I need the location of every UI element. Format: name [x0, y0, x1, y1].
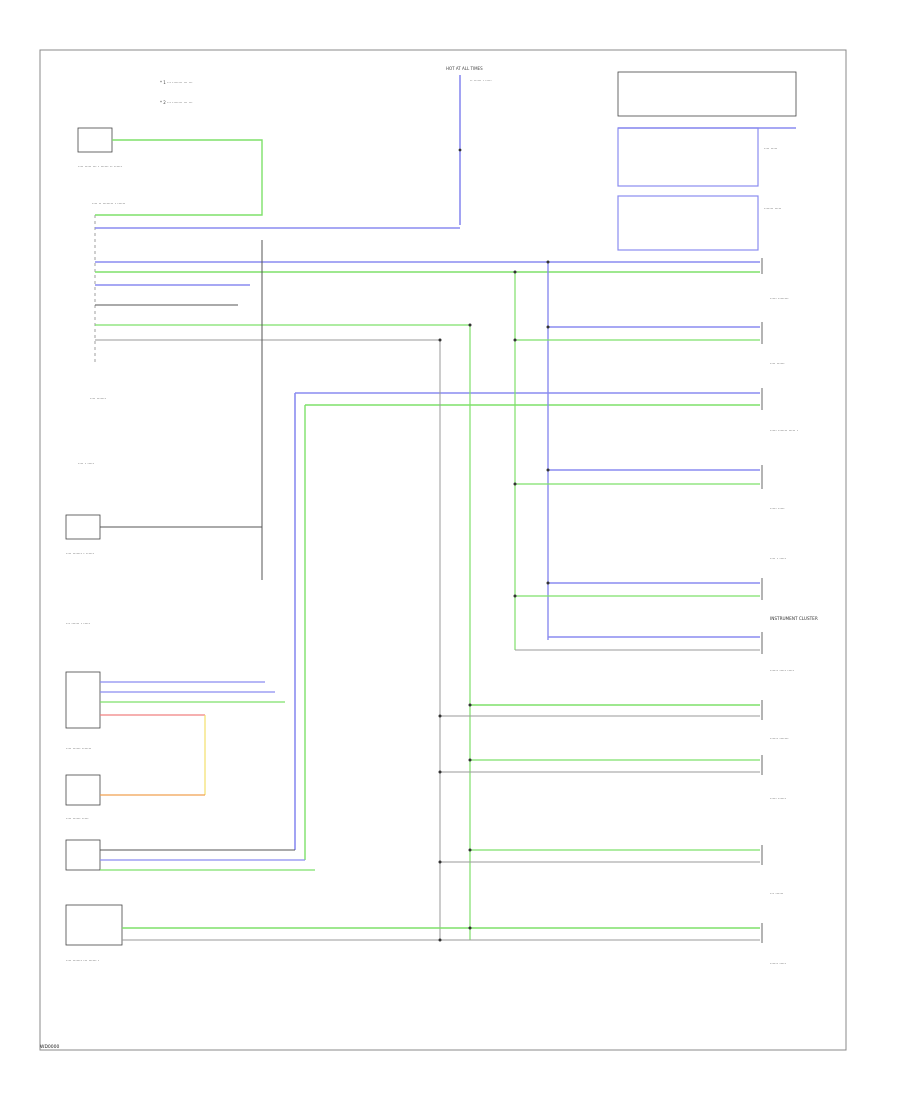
right-label-6: ····· ····· [770, 506, 785, 511]
right-label-12: ··· ······ [770, 891, 783, 896]
right-label-9: ······ ····· ····· [770, 668, 794, 673]
right-label-13: ······ ····· [770, 961, 786, 966]
fuse-box-label: ·· ······ · ····· [470, 78, 492, 83]
component-label-8: ···· ······· ··· ······ · [66, 958, 99, 963]
diagram-frame [39, 49, 847, 1051]
note-2: * 2 ··· ········ ··· ··· [160, 100, 193, 105]
component-box-5 [65, 839, 101, 871]
legend-notes: * 1 ··· ········ ··· ··· * 2 ··· ·······… [160, 80, 193, 105]
component-box-1 [77, 127, 113, 153]
component-label-2: ···· ·· ········ · ······ [92, 201, 125, 206]
component-label-6: ···· ······ ······· [66, 746, 91, 751]
component-label-3: ···· ······· [90, 396, 106, 401]
right-label-8: INSTRUMENT CLUSTER [770, 616, 818, 621]
component-box-6 [65, 904, 123, 946]
component-box-4 [65, 774, 101, 806]
right-label-4: ···· ······ [770, 361, 785, 366]
right-label-5: ····· ······· ····· · [770, 428, 798, 433]
right-connectors: ····· ········ ···· ······ ····· ·······… [770, 296, 818, 966]
component-label-1: ···· ····· ··· · ······ ·· ······ [78, 164, 122, 169]
ground-label: ···· · ····· [78, 461, 94, 466]
right-label-10: ······ ······· [770, 736, 789, 741]
component-label-5: ··· ······ · ····· [66, 621, 90, 626]
right-label-2: ······· ····· [764, 206, 781, 211]
component-box-3 [65, 671, 101, 729]
right-label-7: ···· · ····· [770, 556, 786, 561]
hot-at-all-times-label: HOT AT ALL TIMES [446, 66, 483, 71]
note-1: * 1 ··· ········ ··· ··· [160, 80, 193, 85]
right-label-1: ···· ····· [764, 146, 777, 151]
top-right-box [617, 71, 797, 117]
diagram-code: WD0000 [40, 1044, 60, 1050]
right-label-3: ····· ········ [770, 296, 789, 301]
component-label-7: ···· ······ ····· [66, 816, 89, 821]
splice-points [438, 260, 550, 942]
component-label-4: ···· ······· · ······ [66, 551, 94, 556]
right-label-11: ····· ······ [770, 796, 786, 801]
bus-wires [95, 139, 760, 941]
component-box-2 [65, 514, 101, 540]
